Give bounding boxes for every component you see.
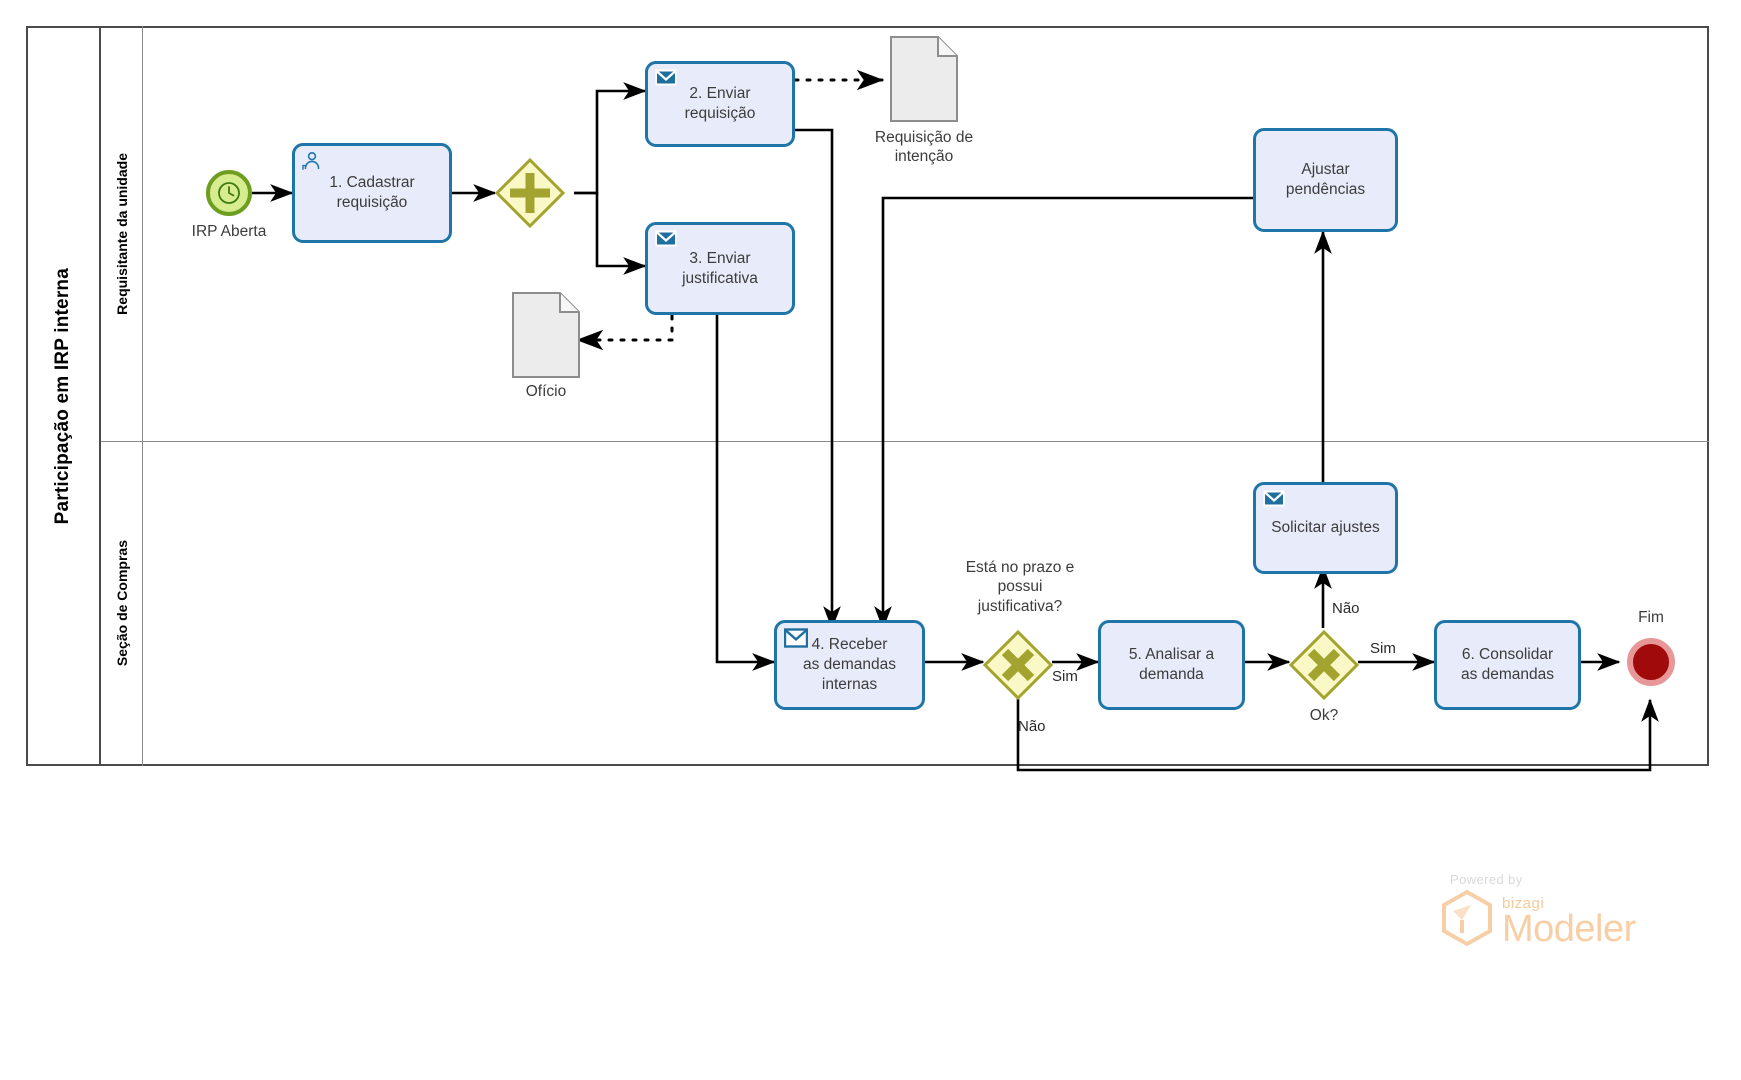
task-label: Ajustar pendências <box>1285 161 1366 198</box>
flow-gateway-to-task3 <box>574 191 647 275</box>
flow-label-nao-ok: Não <box>1332 600 1360 617</box>
pool-title: Participação em IRP interna <box>51 267 73 525</box>
data-object-label-requisicao-intencao: Requisição de intenção <box>874 129 974 166</box>
lane-title-compras: Seção de Compras <box>113 540 130 667</box>
flow-task3-to-task4 <box>715 315 776 671</box>
gateway-esta-no-prazo-label: Está no prazo e possui justificativa? <box>965 559 1075 615</box>
clock-icon <box>218 182 240 204</box>
flow-label-sim-prazo: Sim <box>1052 668 1078 685</box>
bizagi-powered-by-label: Powered by <box>1450 872 1523 887</box>
task-solicitar-ajustes[interactable]: Solicitar ajustes <box>1253 482 1398 574</box>
task-label: 5. Analisar a demanda <box>1128 646 1215 683</box>
task-enviar-requisicao[interactable]: 2. Enviar requisição <box>645 61 795 147</box>
task-analisar-demanda[interactable]: 5. Analisar a demanda <box>1098 620 1245 710</box>
gateway-parallel[interactable] <box>494 157 566 229</box>
data-object-label-oficio: Ofício <box>525 383 567 400</box>
lane-title-requisitante: Requisitante da unidade <box>113 152 130 315</box>
send-message-icon <box>655 230 677 248</box>
bizagi-brand-label: bizagi <box>1502 894 1545 912</box>
bizagi-product-label: Modeler <box>1502 907 1636 950</box>
flow-label-sim-ok: Sim <box>1370 640 1396 657</box>
task-label: Solicitar ajustes <box>1271 519 1380 537</box>
task-label: 4. Receber as demandas internas <box>802 636 897 693</box>
end-event-label: Fim <box>1638 609 1664 626</box>
start-event-irp-aberta[interactable] <box>206 170 252 216</box>
gateway-ok-label: Ok? <box>1309 707 1339 724</box>
task-cadastrar-requisicao[interactable]: 1. Cadastrar requisição <box>292 143 452 243</box>
bizagi-watermark: Powered by bizagi Modeler <box>1440 872 1670 950</box>
association-task3-to-oficio <box>576 314 674 351</box>
flow-gateway-prazo-nao-to-end <box>1016 696 1659 772</box>
task-label: 3. Enviar justificativa <box>682 249 758 287</box>
send-message-icon <box>655 69 677 87</box>
lane-divider <box>101 441 1709 442</box>
task-label: 1. Cadastrar requisição <box>329 174 415 211</box>
task-consolidar-demandas[interactable]: 6. Consolidar as demandas <box>1434 620 1581 710</box>
flow-ajustar-pendencias-to-task4 <box>874 196 1253 630</box>
task-label: 6. Consolidar as demandas <box>1460 646 1555 683</box>
user-task-icon <box>302 151 324 170</box>
task-ajustar-pendencias[interactable]: Ajustar pendências <box>1253 128 1398 232</box>
task-receber-demandas-internas[interactable]: 4. Receber as demandas internas <box>774 620 925 710</box>
gateway-ok[interactable] <box>1288 629 1360 701</box>
flow-task2-to-task4 <box>795 128 841 630</box>
receive-message-icon <box>783 628 809 648</box>
data-object-oficio[interactable] <box>512 292 580 378</box>
flow-label-nao-prazo: Não <box>1018 718 1046 735</box>
start-event-label: IRP Aberta <box>191 223 267 240</box>
task-enviar-justificativa[interactable]: 3. Enviar justificativa <box>645 222 795 315</box>
end-event-fim[interactable] <box>1627 638 1675 686</box>
data-object-requisicao-intencao[interactable] <box>890 36 958 122</box>
send-message-icon <box>1263 490 1285 508</box>
lane-band-requisitante: Requisitante da unidade <box>101 26 143 441</box>
gateway-esta-no-prazo[interactable] <box>982 629 1054 701</box>
lane-band-compras: Seção de Compras <box>101 441 143 766</box>
bizagi-hexagon-logo-icon <box>1442 889 1492 947</box>
pool-outline <box>26 26 1709 766</box>
task-label: 2. Enviar requisição <box>684 85 756 122</box>
pool-title-band: Participação em IRP interna <box>26 26 101 766</box>
